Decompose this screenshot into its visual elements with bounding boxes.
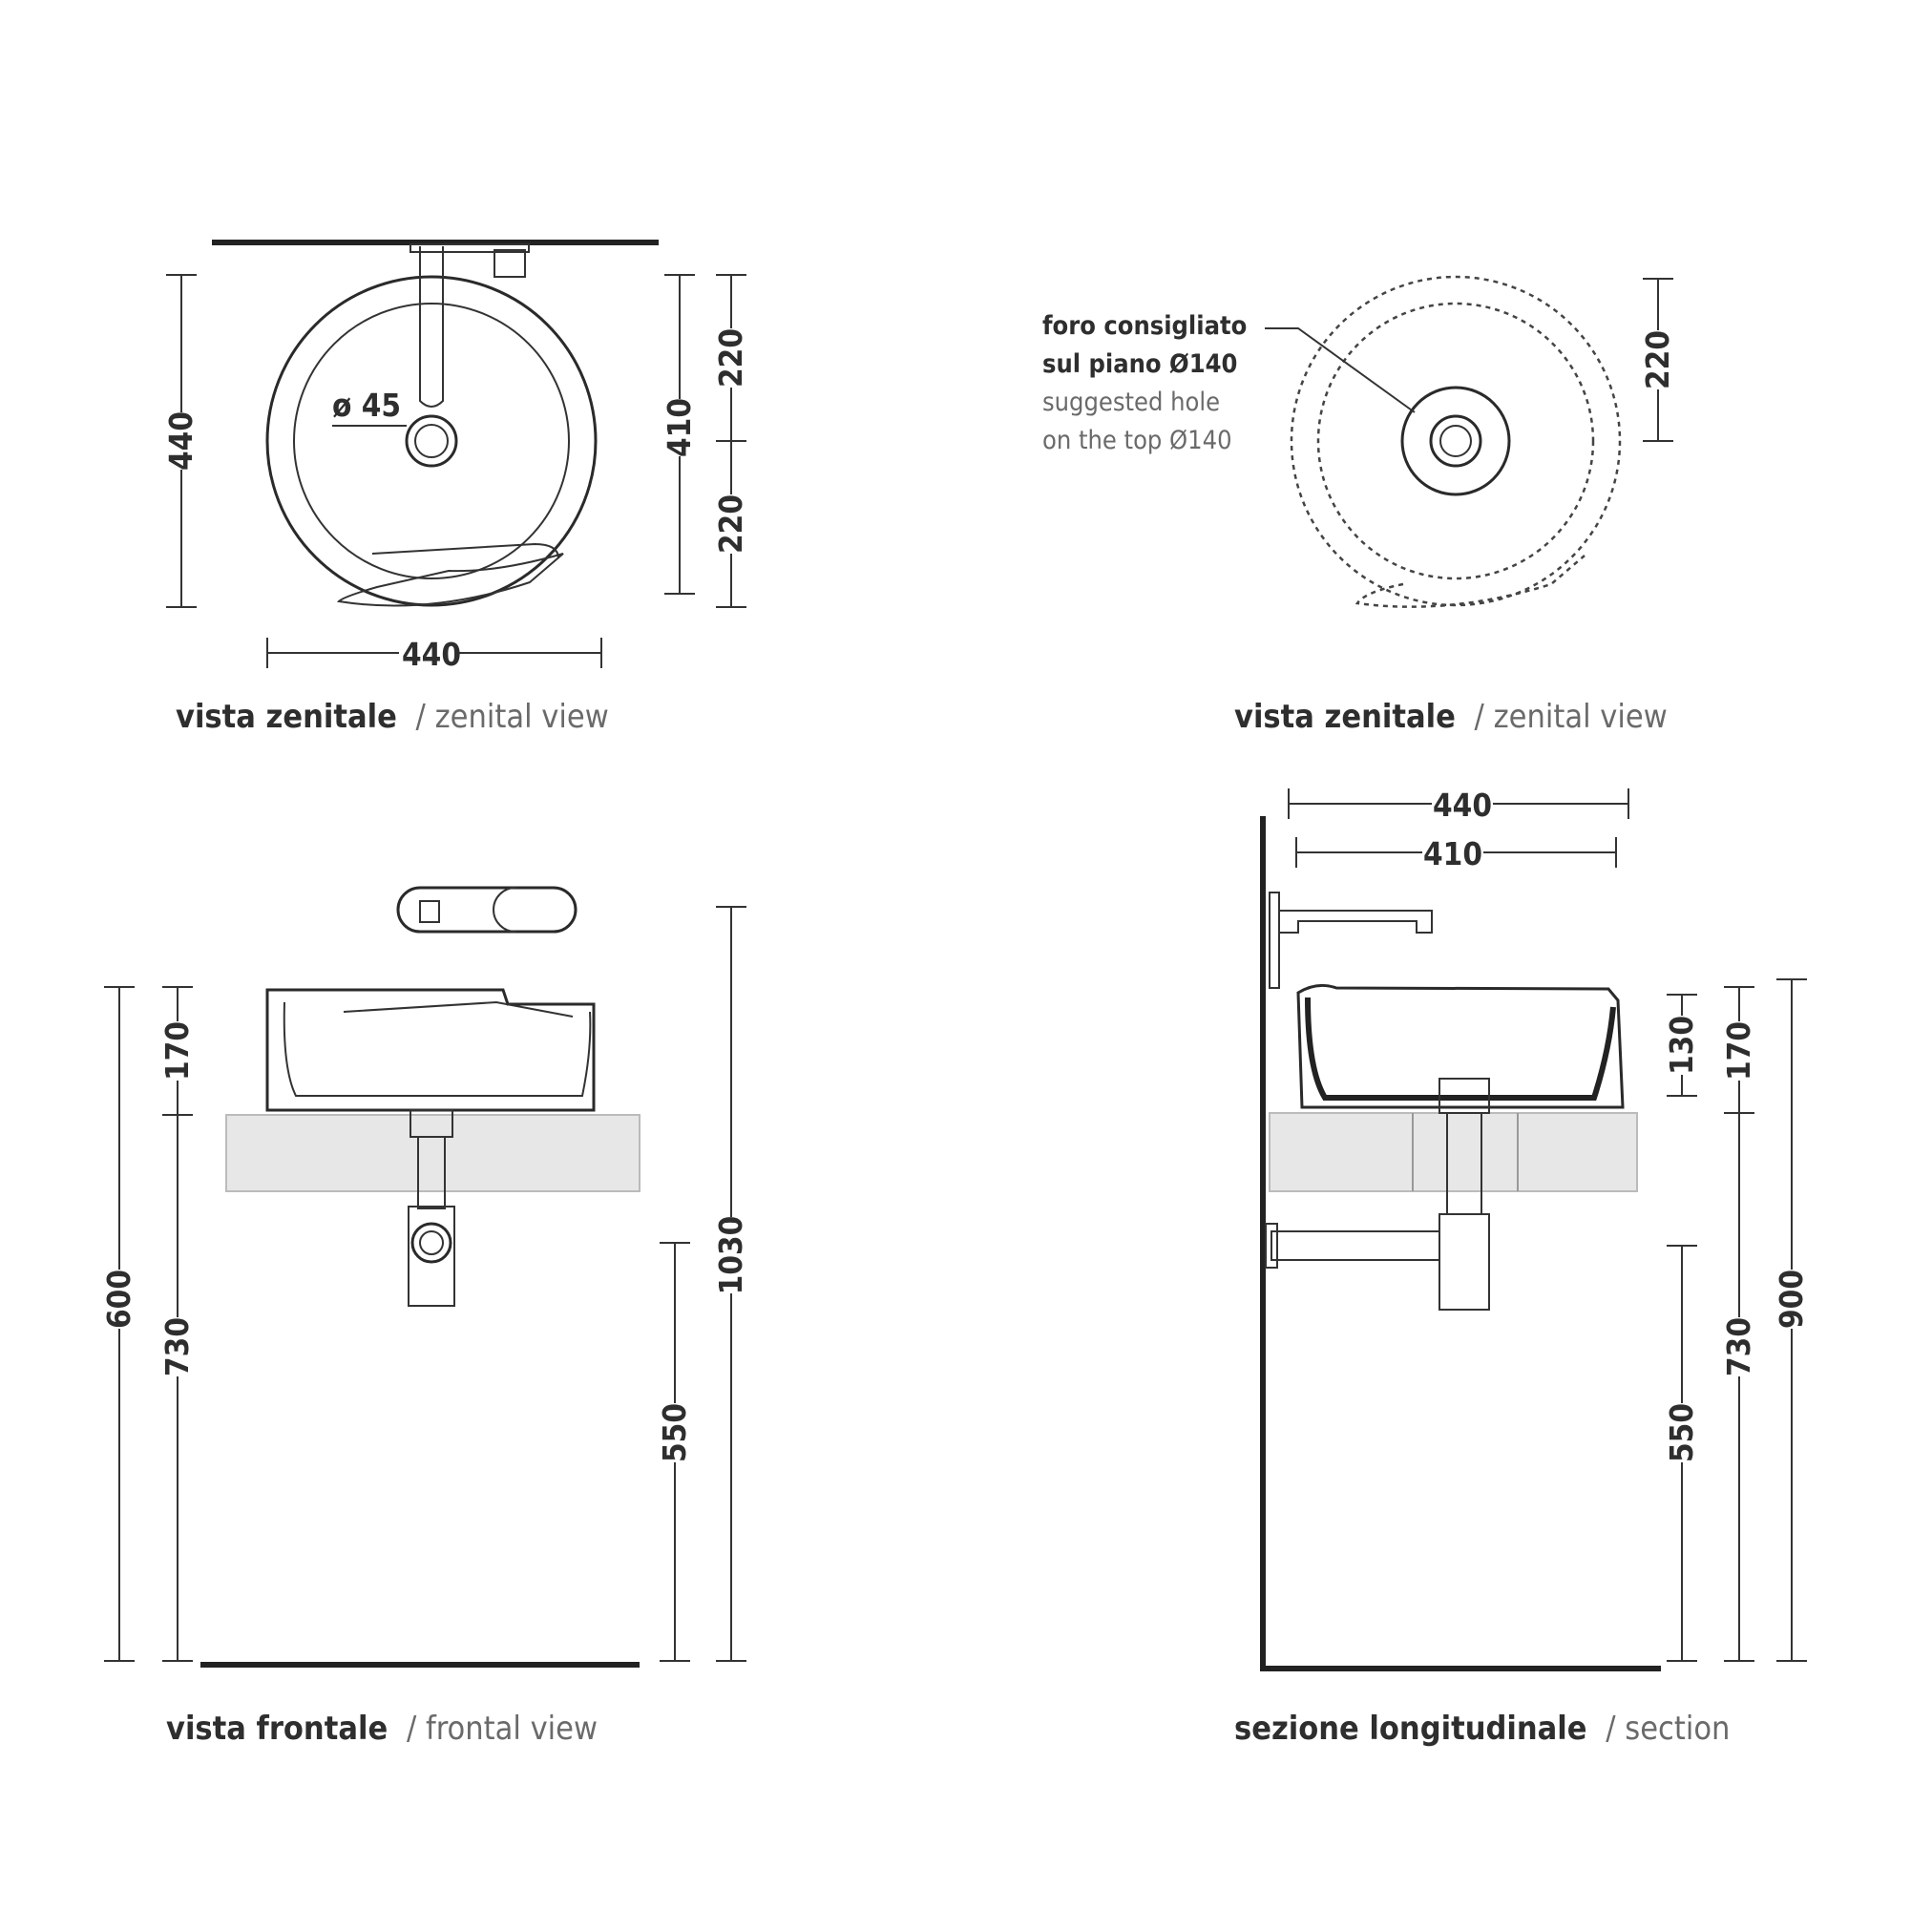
note-line1: foro consigliato — [1042, 311, 1247, 341]
suggested-hole — [1400, 386, 1511, 496]
dim-170-label: 170 — [158, 1021, 196, 1081]
dim-900: 900 — [1773, 978, 1810, 1662]
basin-lip — [336, 553, 564, 607]
dim-600: 600 — [100, 986, 137, 1662]
drain-pipe — [417, 1136, 446, 1209]
drain-inner-tr — [1439, 425, 1472, 457]
basin-section-wall — [1305, 997, 1616, 1101]
caption-bottom-left: vista frontale / frontal view — [166, 1710, 598, 1748]
dim-upper-half-label: 220 — [712, 328, 749, 388]
tap-button — [419, 900, 440, 923]
tap-lever — [493, 887, 516, 933]
dim-lower-half-label: 220 — [712, 494, 749, 554]
dim-1030-label: 1030 — [712, 1216, 749, 1295]
note-line4: on the top Ø140 — [1042, 426, 1232, 455]
trap-body — [408, 1206, 455, 1307]
dim-1030: 1030 — [712, 906, 749, 1662]
basin-front-rim — [343, 1000, 574, 1018]
dim-170-730: 170 730 — [158, 986, 196, 1662]
dim-130-label: 130 — [1663, 1016, 1700, 1075]
bottom-right-view: 440 410 130 550 — [1234, 785, 1810, 1748]
dim-height-440: 440 — [162, 274, 200, 608]
waste-pipe — [1270, 1230, 1440, 1261]
dim-550: 550 — [656, 1242, 693, 1662]
dim-550-section-label: 550 — [1663, 1403, 1700, 1462]
basin-front — [265, 988, 596, 1112]
trap-section — [1438, 1213, 1490, 1311]
basin-outline-inner — [1316, 302, 1595, 580]
dim-inner-label: 410 — [661, 398, 698, 457]
dim-width-440-label: 440 — [1433, 787, 1492, 824]
dim-width-label: 440 — [402, 636, 461, 673]
dim-550-label: 550 — [656, 1403, 693, 1462]
caption-top-left: vista zenitale / zenital view — [176, 698, 609, 736]
basin-outline-lip — [1354, 555, 1586, 608]
countertop-section — [1269, 1112, 1638, 1192]
basin-inner — [293, 303, 570, 579]
tap-spout — [419, 246, 444, 408]
top-left-view: ø 45 440 440 410 — [162, 240, 749, 736]
drain-outer-tr — [1429, 414, 1482, 468]
drain-outer — [405, 414, 458, 468]
trap-outlet-inner — [419, 1230, 444, 1255]
dim-radius-label: 220 — [1639, 330, 1676, 389]
dim-width-440-section: 440 — [1288, 785, 1629, 824]
bottom-left-view: 600 170 730 550 1030 — [100, 886, 749, 1748]
basin-lip-inner — [371, 542, 559, 559]
dim-halves-220: 220 220 — [712, 274, 749, 608]
note-line3: suggested hole — [1042, 388, 1220, 417]
basin-front-inner — [283, 1001, 592, 1097]
dim-130-550: 130 550 — [1663, 994, 1700, 1662]
hole-dim: ø 45 — [332, 387, 401, 424]
dim-170-730-section: 170 730 — [1720, 986, 1757, 1662]
top-right-view: foro consigliato sul piano Ø140 suggeste… — [1042, 275, 1676, 736]
note-line2: sul piano Ø140 — [1042, 349, 1237, 379]
dim-height-label: 440 — [162, 411, 200, 471]
dim-600-label: 600 — [100, 1270, 137, 1329]
dim-width-440: 440 — [266, 634, 602, 673]
drain-inner — [414, 424, 449, 458]
dim-width-410-label: 410 — [1423, 835, 1482, 872]
basin-outline-outer — [1290, 275, 1622, 607]
tap-spout-section — [1278, 910, 1433, 934]
note-leader — [1265, 327, 1416, 413]
dim-170-section-label: 170 — [1720, 1021, 1757, 1081]
dim-730-label: 730 — [158, 1317, 196, 1376]
countertop — [225, 1114, 640, 1192]
tap-body — [396, 886, 578, 934]
basin-section — [1296, 983, 1625, 1109]
dim-radius-220: 220 — [1639, 278, 1676, 442]
wall-flange — [1265, 1223, 1278, 1269]
basin-outer — [265, 275, 598, 607]
dim-width-410-section: 410 — [1295, 833, 1617, 872]
caption-bottom-right: sezione longitudinale / section — [1234, 1710, 1730, 1748]
tap-plate — [410, 243, 530, 253]
dim-730-section-label: 730 — [1720, 1317, 1757, 1376]
dim-inner-410: 410 — [661, 274, 698, 595]
tap-handle — [494, 249, 526, 278]
tap-stem — [1269, 892, 1280, 989]
dim-900-label: 900 — [1773, 1270, 1810, 1329]
caption-top-right: vista zenitale / zenital view — [1234, 698, 1668, 736]
trap-outlet — [410, 1222, 452, 1264]
